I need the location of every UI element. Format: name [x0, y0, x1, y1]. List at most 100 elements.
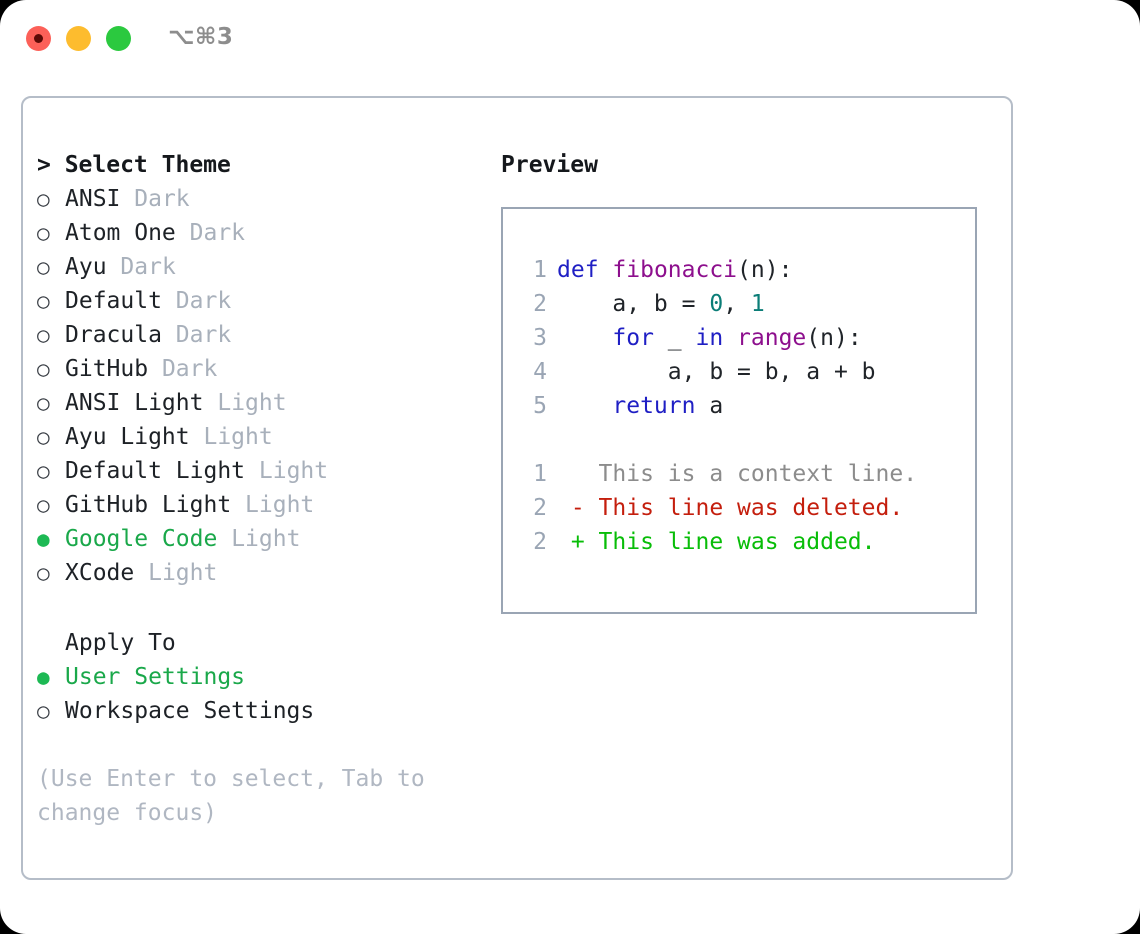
theme-list-item[interactable]: ○ Ayu Dark	[37, 250, 487, 284]
preview-title: Preview	[501, 152, 598, 178]
spacer	[148, 352, 162, 386]
theme-list-item[interactable]: ○Default Dark	[37, 284, 487, 318]
spacer	[203, 386, 217, 420]
theme-picker-header: > Select Theme	[37, 152, 231, 178]
line-number: 5	[533, 393, 547, 419]
close-window-icon[interactable]	[26, 26, 51, 51]
diff-text: This line was deleted.	[584, 495, 904, 521]
main-panel: > Select Theme ○ANSI Dark○Atom One Dark○…	[21, 96, 1013, 880]
line-number: 2	[533, 495, 547, 521]
diff-line: 2 - This line was deleted.	[503, 491, 975, 525]
spacer	[107, 250, 121, 284]
line-number: 3	[533, 325, 547, 351]
keyboard-hint-text: (Use Enter to select, Tab to change focu…	[37, 766, 425, 826]
code-token: 0	[709, 291, 724, 317]
spacer	[120, 182, 134, 216]
code-token: (n):	[806, 325, 862, 351]
theme-name: ANSI Light	[65, 390, 204, 416]
code-token: a, b =	[557, 291, 710, 317]
theme-variant-label: Light	[258, 458, 329, 484]
theme-variant-label: Light	[203, 424, 273, 450]
code-text: for _ in range(n):	[557, 321, 862, 355]
theme-variant-label: Dark	[175, 322, 232, 348]
theme-variant-label: Light	[148, 560, 218, 586]
code-token: return	[612, 393, 696, 419]
radio-unselected-icon: ○	[37, 357, 50, 381]
radio-unselected-icon: ○	[37, 289, 50, 313]
code-token: range	[737, 325, 807, 351]
theme-variant-label: Light	[231, 526, 301, 552]
maximize-window-icon[interactable]	[106, 26, 131, 51]
keyboard-shortcut-label: ⌥⌘3	[168, 24, 234, 50]
apply-to-label: Workspace Settings	[65, 698, 315, 724]
theme-name: Default Light	[65, 458, 246, 484]
theme-variant-label: Dark	[189, 220, 246, 246]
radio-unselected-icon: ○	[37, 221, 50, 245]
spacer	[162, 284, 176, 318]
spacer	[190, 420, 204, 454]
code-token	[557, 325, 612, 351]
radio-unselected-icon: ○	[37, 425, 50, 449]
code-line: 3 for _ in range(n):	[503, 321, 975, 355]
theme-list-item[interactable]: ○XCode Light	[37, 556, 487, 590]
theme-list-item[interactable]: ○ Dracula Dark	[37, 318, 487, 352]
theme-list-item[interactable]: ○ Ayu Light Light	[37, 420, 487, 454]
minimize-window-icon[interactable]	[66, 26, 91, 51]
spacer	[176, 216, 190, 250]
theme-list-item[interactable]: ○ANSI Light Light	[37, 386, 487, 420]
theme-name: Default	[65, 288, 162, 314]
code-token: a, b = b, a + b	[557, 359, 876, 385]
theme-name: Dracula	[65, 322, 162, 348]
radio-unselected-icon: ○	[37, 493, 50, 517]
code-text: return a	[557, 389, 723, 423]
theme-picker: > Select Theme ○ANSI Dark○Atom One Dark○…	[37, 148, 487, 590]
code-token: def	[557, 257, 599, 283]
code-token: ,	[723, 291, 751, 317]
code-token: fibonacci	[612, 257, 738, 283]
preview-spacer	[503, 423, 975, 457]
theme-name: GitHub	[65, 356, 149, 382]
code-line: 5 return a	[503, 389, 975, 423]
code-text: a, b = b, a + b	[557, 355, 876, 389]
theme-name: Ayu Light	[65, 424, 190, 450]
theme-name: Ayu	[65, 254, 107, 280]
line-number: 2	[533, 529, 547, 555]
theme-variant-label: Dark	[120, 254, 176, 280]
theme-list-item[interactable]: ○GitHub Light Light	[37, 488, 487, 522]
code-token: 1	[750, 291, 765, 317]
code-token	[599, 257, 613, 283]
theme-list-item[interactable]: ●Google Code Light	[37, 522, 487, 556]
code-text: def fibonacci(n):	[557, 253, 792, 287]
apply-to-options: ● User Settings ○Workspace Settings	[37, 660, 487, 728]
apply-to-label: User Settings	[65, 664, 246, 690]
code-token	[557, 393, 612, 419]
theme-list: ○ANSI Dark○Atom One Dark○Ayu Dark○Defaul…	[37, 182, 487, 590]
apply-to-option[interactable]: ● User Settings	[37, 660, 487, 694]
theme-name: ANSI	[65, 186, 121, 212]
theme-list-item[interactable]: ○ANSI Dark	[37, 182, 487, 216]
code-token: in	[695, 325, 724, 351]
traffic-lights	[26, 26, 131, 51]
radio-unselected-icon: ○	[37, 391, 50, 415]
radio-selected-icon: ●	[37, 665, 50, 689]
theme-list-item[interactable]: ○Default Light Light	[37, 454, 487, 488]
diff-marker: -	[557, 495, 585, 521]
title-bar: ⌥⌘3	[0, 0, 1140, 78]
radio-unselected-icon: ○	[37, 255, 50, 279]
code-text: a, b = 0, 1	[557, 287, 765, 321]
diff-sample: 1 This is a context line.2 - This line w…	[503, 457, 975, 559]
line-number: 2	[533, 291, 547, 317]
theme-list-item[interactable]: ○GitHub Dark	[37, 352, 487, 386]
theme-list-item[interactable]: ○Atom One Dark	[37, 216, 487, 250]
apply-to-option[interactable]: ○Workspace Settings	[37, 694, 487, 728]
spacer	[134, 556, 148, 590]
code-token: _	[653, 325, 696, 351]
diff-text: This is a context line.	[584, 461, 918, 487]
code-token: (n):	[737, 257, 793, 283]
radio-unselected-icon: ○	[37, 323, 50, 347]
spacer	[245, 454, 259, 488]
code-token: a	[695, 393, 724, 419]
